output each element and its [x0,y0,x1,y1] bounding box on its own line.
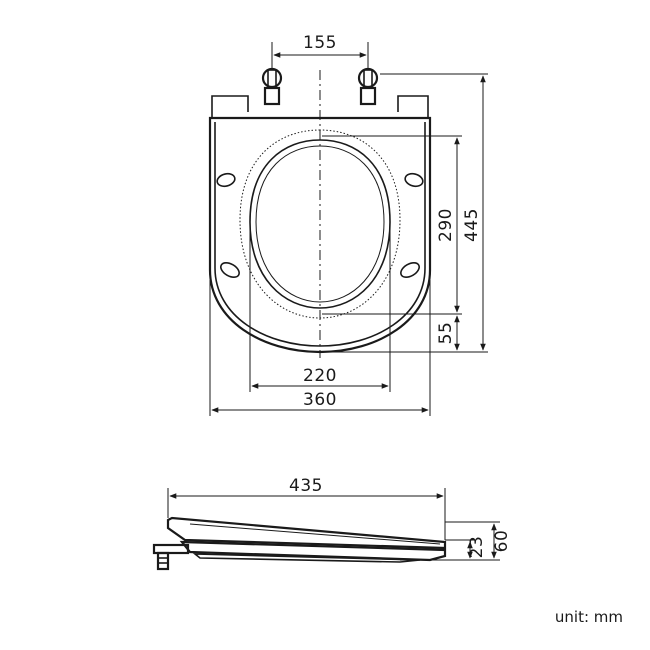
dim-label-outer-width: 360 [303,390,337,410]
hinge-block-right [397,95,429,118]
bumper-pad-bottom-left [220,261,240,279]
dim-label-total-height: 60 [492,530,512,553]
bumper-pad-top-left [216,172,236,188]
side-hinge [152,543,190,571]
dim-label-inner-width: 220 [303,366,337,386]
dim-label-inner-length: 290 [436,208,456,242]
dim-label-hinge-spacing: 155 [303,33,337,53]
dim-label-side-length: 435 [289,476,323,496]
top-view: 155 445 290 55 220 360 [208,33,488,416]
dim-label-outer-length: 445 [462,208,482,242]
bumper-pad-bottom-right [400,261,420,279]
side-view: 435 23 60 [152,476,512,571]
hinge-right [357,67,379,106]
side-lid [166,516,447,550]
dim-label-seat-thickness: 23 [467,536,487,559]
inner-opening-inset [255,145,385,303]
dim-label-front-rim: 55 [436,322,456,345]
side-seat-bottom [192,553,421,563]
hinge-block-left [211,95,249,118]
bumper-pad-top-right [404,172,424,188]
inner-opening [249,139,391,309]
hinge-left [261,67,283,106]
